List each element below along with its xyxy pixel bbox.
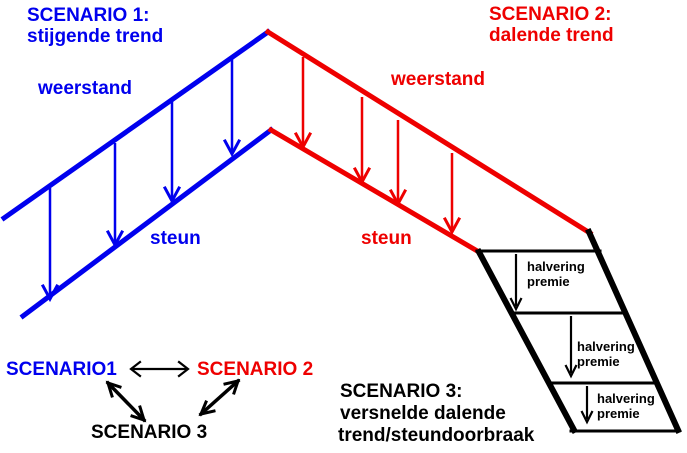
relationship-scenario3-label: SCENARIO 3	[91, 422, 208, 443]
scenario3-breakdown-shape	[474, 228, 682, 435]
scenario2-support-line	[267, 126, 483, 256]
scenario2-falling-channel	[264, 28, 594, 256]
scenario2-title: SCENARIO 2:	[489, 4, 612, 25]
scenario1-resistance-label: weerstand	[38, 78, 132, 99]
pullback-arrow	[388, 120, 408, 208]
pullback-arrow	[105, 143, 125, 249]
pullback-arrow	[352, 97, 372, 186]
relationship-scenario2-label: SCENARIO 2	[197, 359, 314, 380]
step3-line1: halvering	[597, 391, 655, 406]
arrow-scenario1-scenario2	[129, 360, 190, 378]
pullback-arrow	[442, 153, 462, 236]
step3-line2: premie	[597, 406, 640, 421]
step1-line2: premie	[527, 274, 570, 289]
step2-line1: halvering	[577, 339, 635, 354]
premium-drop-arrow	[580, 386, 594, 425]
scenario1-support-label: steun	[150, 228, 201, 249]
scenario1-title: SCENARIO 1:	[27, 5, 150, 26]
scenario2-resistance-line	[264, 28, 594, 237]
scenario2-support-label: steun	[361, 228, 412, 249]
scenario3-left-edge	[474, 247, 579, 435]
relationship-arrows	[105, 360, 241, 423]
scenario2-resistance-label: weerstand	[391, 69, 485, 90]
scenario3-title: SCENARIO 3:	[340, 381, 463, 402]
scenario1-resistance-line	[0, 28, 272, 222]
relationship-scenario1-label: SCENARIO1	[6, 359, 117, 380]
step1-line1: halvering	[527, 259, 585, 274]
pullback-arrow	[40, 188, 60, 303]
premium-drop-arrow	[564, 316, 578, 379]
arrow-scenario1-scenario3	[105, 380, 147, 423]
pullback-arrow	[222, 57, 242, 158]
scenario3-right-edge	[585, 228, 682, 434]
premium-drop-arrow	[509, 254, 523, 312]
arrow-scenario3-scenario2	[198, 378, 241, 417]
scenario3-subtitle-line1: versnelde dalende	[340, 403, 506, 424]
scenario1-support-line	[19, 126, 275, 320]
pullback-arrow	[293, 57, 313, 151]
scenario3-subtitle-line2: trend/steundoorbraak	[338, 425, 535, 446]
scenario1-subtitle: stijgende trend	[27, 26, 164, 47]
pullback-arrow	[162, 100, 182, 205]
scenario2-subtitle: dalende trend	[489, 25, 614, 46]
step2-line2: premie	[577, 354, 620, 369]
scenario1-rising-channel	[0, 28, 275, 320]
